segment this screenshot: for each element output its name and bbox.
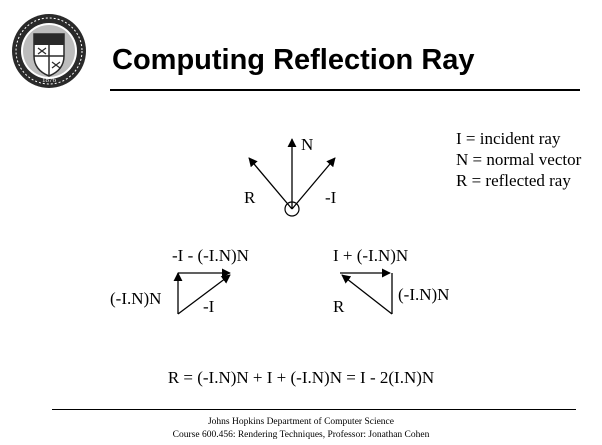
left-diagonal-arrow	[177, 274, 231, 315]
left-diagram	[173, 268, 231, 315]
seal-year: 1876	[42, 76, 57, 84]
label-right-top: I + (-I.N)N	[333, 246, 409, 265]
label-left-side: (-I.N)N	[110, 289, 162, 308]
label-n: N	[301, 135, 314, 154]
right-diagonal-arrow	[341, 274, 393, 315]
slide-title: Computing Reflection Ray	[112, 44, 475, 76]
university-seal-icon: 1876	[12, 14, 86, 88]
label-right-side: (-I.N)N	[398, 285, 450, 304]
label-left-top: -I - (-I.N)N	[172, 246, 249, 265]
legend-normal: N = normal vector	[456, 150, 582, 169]
legend-reflected: R = reflected ray	[456, 171, 571, 190]
footer-divider	[52, 409, 576, 410]
label-left-diag: -I	[203, 297, 215, 316]
reflected-arrow	[248, 157, 293, 210]
legend: I = incident ray N = normal vector R = r…	[456, 128, 581, 191]
right-diagram	[340, 268, 393, 315]
footer-line-1: Johns Hopkins Department of Computer Sci…	[207, 417, 394, 427]
title-underline	[110, 89, 580, 91]
neg-incident-arrow	[291, 157, 336, 210]
label-r: R	[244, 188, 256, 207]
legend-incident: I = incident ray	[456, 129, 561, 148]
top-diagram	[248, 138, 336, 217]
label-neg-i: -I	[325, 188, 337, 207]
label-right-r: R	[333, 297, 345, 316]
footer-line-2: Course 600.456: Rendering Techniques, Pr…	[172, 430, 430, 440]
reflection-formula: R = (-I.N)N + I + (-I.N)N = I - 2(I.N)N	[167, 368, 435, 387]
